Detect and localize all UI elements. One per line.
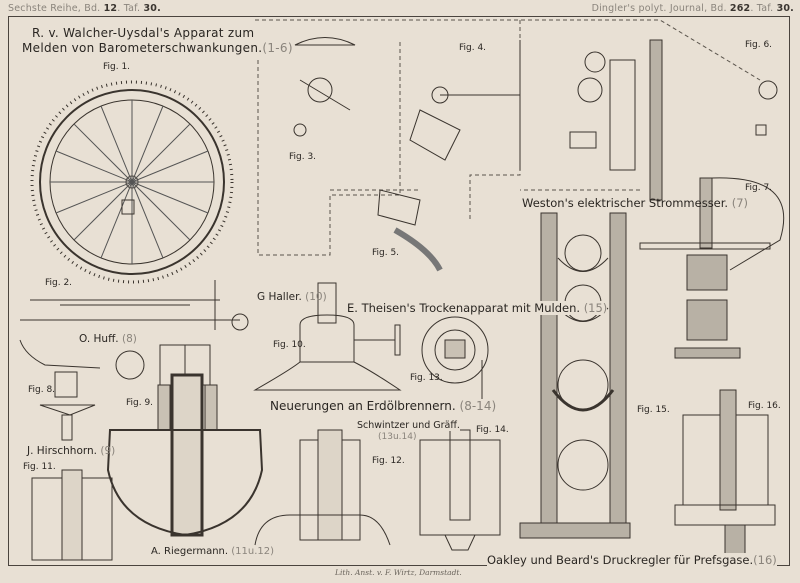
title-weston-ref: (7) xyxy=(731,196,749,210)
title-weston-text: Weston's elektrischer Strommesser. xyxy=(522,196,729,210)
fig-11-label: Fig. 11. xyxy=(23,462,56,472)
header-left-prefix: Sechste Reihe, Bd. xyxy=(8,3,101,14)
fig9-burner xyxy=(106,344,264,537)
fig-13-label: Fig. 13. xyxy=(410,373,443,383)
title-hirschhorn-ref: (9) xyxy=(100,445,116,457)
title-erdoel: Neuerungen an Erdölbrennern. (8-14) xyxy=(270,399,497,413)
title-oakley: Oakley und Beard's Druckregler für Prefs… xyxy=(487,553,777,567)
title-schwintzer: Schwintzer und Gräff. xyxy=(357,420,460,431)
fig-9-label: Fig. 9. xyxy=(126,398,154,408)
title-walcher-ref: (1-6) xyxy=(262,41,293,55)
fig-5-label: Fig. 5. xyxy=(372,248,400,258)
fig7-ammeter xyxy=(639,177,785,359)
fig8-burner xyxy=(19,339,145,441)
header-right-plate-prefix: . Taf. xyxy=(750,3,774,14)
plate-frame xyxy=(8,16,790,566)
header-right-prefix: Dingler's polyt. Journal, Bd. xyxy=(591,3,727,14)
header-right-plate: 30. xyxy=(776,3,794,14)
title-erdoel-ref: (8-14) xyxy=(459,399,497,413)
fig-15-label: Fig. 15. xyxy=(637,405,670,415)
fig6-mechanism xyxy=(569,39,778,201)
header-left-volume: 12 xyxy=(103,3,118,14)
title-theisen-ref: (15) xyxy=(583,301,608,315)
title-hirschhorn: J. Hirschhorn. (9) xyxy=(27,445,115,457)
header-right-volume: 262 xyxy=(729,3,751,14)
fig10-lamp xyxy=(253,282,402,391)
plate-header-left: Sechste Reihe, Bd. 12. Taf. 30. xyxy=(8,3,161,14)
title-schwintzer-ref: (13u.14) xyxy=(378,432,417,442)
title-haller-text: G Haller. xyxy=(257,291,302,303)
fig11-burner xyxy=(31,469,113,561)
fig-6-label: Fig. 6. xyxy=(745,40,773,50)
title-erdoel-text: Neuerungen an Erdölbrennern. xyxy=(270,399,456,413)
plate-header-right: Dingler's polyt. Journal, Bd. 262. Taf. … xyxy=(592,3,794,14)
title-weston: Weston's elektrischer Strommesser. (7) xyxy=(522,196,748,210)
fig15-drying-tower xyxy=(519,212,631,539)
fig-1-label: Fig. 1. xyxy=(103,62,131,72)
title-huff: O. Huff. (8) xyxy=(79,333,137,345)
title-walcher-text: Melden von Barometerschwankungen. xyxy=(22,41,263,55)
fig4-fig5-mechanism xyxy=(377,40,521,272)
fig-7-label: Fig. 7. xyxy=(745,183,773,193)
lithographer-credit: Lith. Anst. v. F. Wirtz, Darmstadt. xyxy=(335,568,462,577)
fig3-mechanism xyxy=(293,37,356,137)
fig-3-label: Fig. 3. xyxy=(289,152,317,162)
wiring-lines xyxy=(255,19,761,256)
fig-8-label: Fig. 8. xyxy=(28,385,56,395)
title-riegermann-ref: (11u.12) xyxy=(231,546,275,557)
fig-10-label: Fig. 10. xyxy=(273,340,306,350)
title-haller: G Haller. (10) xyxy=(257,291,327,303)
title-hirschhorn-text: J. Hirschhorn. xyxy=(27,445,98,457)
title-huff-ref: (8) xyxy=(121,333,137,345)
fig2-lever xyxy=(20,280,249,331)
fig-4-label: Fig. 4. xyxy=(459,43,487,53)
fig13-ring xyxy=(421,316,492,407)
fig12-burner xyxy=(254,429,391,546)
title-oakley-ref: (16) xyxy=(753,553,777,567)
fig1-wheel-drawing xyxy=(30,80,234,284)
title-riegermann-text: A. Riegermann. xyxy=(151,546,229,557)
fig16-regulator xyxy=(674,389,776,561)
title-walcher-line2: Melden von Barometerschwankungen.(1-6) xyxy=(22,41,293,55)
title-theisen: E. Theisen's Trockenapparat mit Mulden. … xyxy=(347,301,608,315)
fig-12-label: Fig. 12. xyxy=(372,456,405,466)
title-theisen-text: E. Theisen's Trockenapparat mit Mulden. xyxy=(347,301,581,315)
fig-16-label: Fig. 16. xyxy=(748,401,781,411)
header-left-plate: 30. xyxy=(143,3,161,14)
header-left-plate-prefix: . Taf. xyxy=(117,3,141,14)
fig14-burner xyxy=(419,429,501,551)
title-haller-ref: (10) xyxy=(305,291,327,303)
title-riegermann: A. Riegermann. (11u.12) xyxy=(151,546,274,557)
fig-14-label: Fig. 14. xyxy=(476,425,509,435)
title-huff-text: O. Huff. xyxy=(79,333,119,345)
title-walcher-line1: R. v. Walcher-Uysdal's Apparat zum xyxy=(32,26,255,40)
fig-2-label: Fig. 2. xyxy=(45,278,73,288)
title-oakley-text: Oakley und Beard's Druckregler für Prefs… xyxy=(487,553,754,567)
